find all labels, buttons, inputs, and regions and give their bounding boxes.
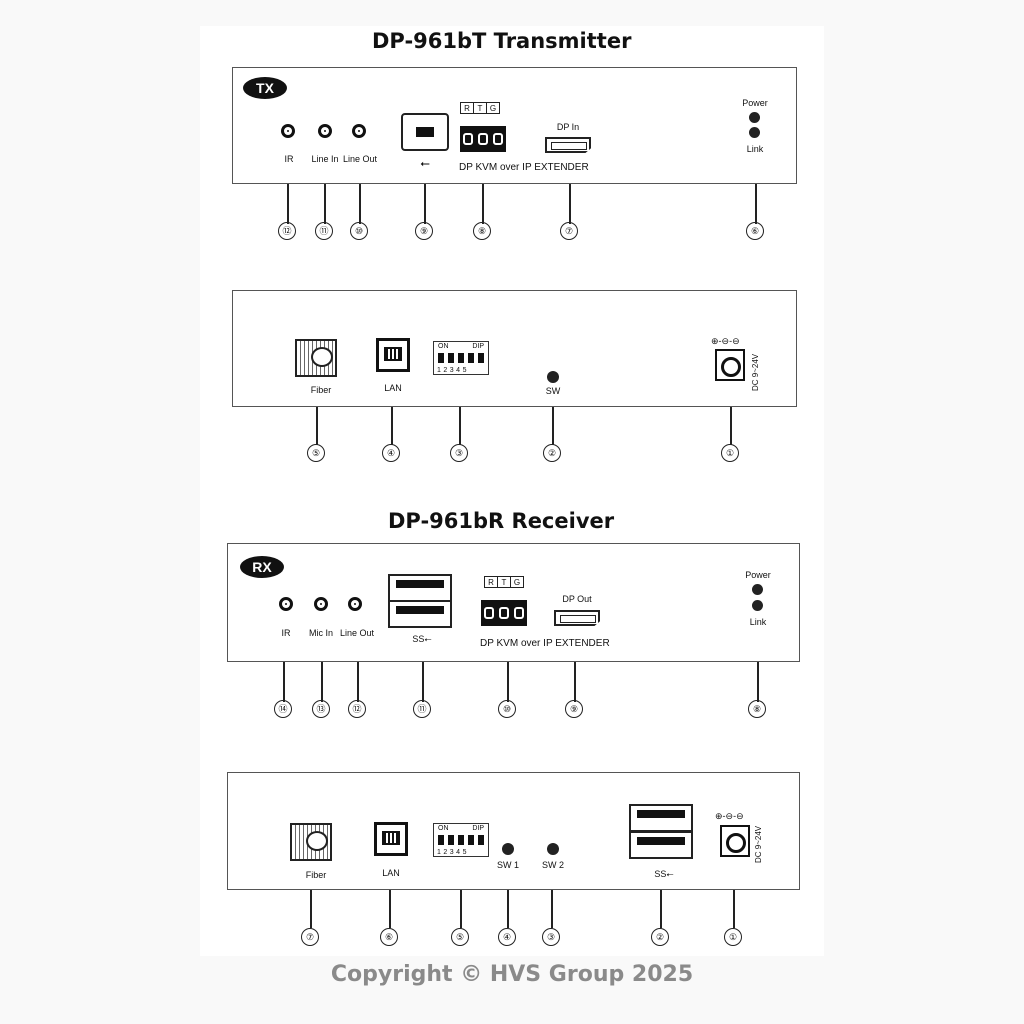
tx-ir-jack bbox=[281, 124, 295, 138]
rx-dp-out-label: DP Out bbox=[562, 594, 592, 604]
rx-mic-in-label: Mic In bbox=[308, 628, 334, 638]
tx-link-label: Link bbox=[746, 144, 764, 154]
rx-rear-usb-a-port-2 bbox=[629, 831, 693, 859]
rx-dc-voltage: DC 9~24V bbox=[754, 825, 763, 863]
rx-extender-label: DP KVM over IP EXTENDER bbox=[480, 638, 610, 649]
tx-power-label: Power bbox=[742, 98, 768, 108]
copyright-text: Copyright © HVS Group 2025 bbox=[330, 962, 694, 987]
rx-sw1-label: SW 1 bbox=[496, 860, 520, 870]
receiver-title: DP-961bR Receiver bbox=[388, 509, 615, 533]
callout-rx-6: ⑥ bbox=[380, 928, 398, 946]
rx-line-out-jack bbox=[348, 597, 362, 611]
rx-sw2-label: SW 2 bbox=[541, 860, 565, 870]
tx-fiber-port bbox=[295, 339, 337, 377]
rx-rear-usb-a-port-1 bbox=[629, 804, 693, 832]
rx-badge: RX bbox=[240, 556, 284, 578]
callout-tx-7: ⑦ bbox=[560, 222, 578, 240]
dc-polarity-icon: ⊕-⊖-⊖ bbox=[715, 811, 744, 821]
rx-usb-label: SS⭠ bbox=[412, 634, 432, 644]
callout-tx-3: ③ bbox=[450, 444, 468, 462]
tx-sw-button bbox=[547, 371, 559, 383]
tx-front-panel: TX IR Line In Line Out ⭠ R T G DP KVM ov… bbox=[232, 67, 797, 184]
callout-tx-10: ⑩ bbox=[350, 222, 368, 240]
tx-displayport-in bbox=[545, 137, 591, 153]
rx-front-panel: RX IR Mic In Line Out SS⭠ R T G DP KVM o… bbox=[227, 543, 800, 662]
callout-tx-11: ⑪ bbox=[315, 222, 333, 240]
rx-lan-label: LAN bbox=[382, 868, 400, 878]
callout-tx-2: ② bbox=[543, 444, 561, 462]
callout-rx-3: ③ bbox=[542, 928, 560, 946]
callout-rx-12: ⑫ bbox=[348, 700, 366, 718]
tx-fiber-label: Fiber bbox=[310, 385, 332, 395]
transmitter-title: DP-961bT Transmitter bbox=[372, 29, 632, 53]
callout-rx-7: ⑦ bbox=[301, 928, 319, 946]
rx-fiber-port bbox=[290, 823, 332, 861]
callout-tx-6: ⑥ bbox=[746, 222, 764, 240]
rx-displayport-out bbox=[554, 610, 600, 626]
tx-power-led bbox=[749, 112, 760, 123]
rx-power-led bbox=[752, 584, 763, 595]
tx-extender-label: DP KVM over IP EXTENDER bbox=[459, 162, 589, 173]
rx-ir-jack bbox=[279, 597, 293, 611]
tx-lan-label: LAN bbox=[384, 383, 402, 393]
callout-tx-1: ① bbox=[721, 444, 739, 462]
rx-link-label: Link bbox=[749, 617, 767, 627]
callout-tx-5: ⑤ bbox=[307, 444, 325, 462]
rx-usb-a-port-1 bbox=[388, 574, 452, 602]
callout-rx-1: ① bbox=[724, 928, 742, 946]
tx-sw-label: SW bbox=[545, 386, 561, 396]
callout-rx-13: ⑬ bbox=[312, 700, 330, 718]
tx-line-in-label: Line In bbox=[311, 154, 339, 164]
rx-rear-panel: Fiber LAN ON DIP 12345 SW 1 SW 2 SS⭠ ⊕-⊖… bbox=[227, 772, 800, 890]
tx-terminal-labels: R T G bbox=[460, 102, 500, 114]
rx-sw2-button bbox=[547, 843, 559, 855]
callout-tx-12: ⑫ bbox=[278, 222, 296, 240]
tx-rs232-terminal bbox=[460, 126, 506, 152]
callout-tx-8: ⑧ bbox=[473, 222, 491, 240]
rx-link-led bbox=[752, 600, 763, 611]
tx-line-in-jack bbox=[318, 124, 332, 138]
callout-tx-4: ④ bbox=[382, 444, 400, 462]
callout-tx-9: ⑨ bbox=[415, 222, 433, 240]
callout-rx-5: ⑤ bbox=[451, 928, 469, 946]
usb-symbol-icon: ⭠ bbox=[420, 156, 430, 170]
callout-rx-8: ⑧ bbox=[748, 700, 766, 718]
tx-ir-label: IR bbox=[284, 154, 294, 164]
callout-rx-14: ⑭ bbox=[274, 700, 292, 718]
callout-rx-10: ⑩ bbox=[498, 700, 516, 718]
rx-ir-label: IR bbox=[281, 628, 291, 638]
callout-rx-11: ⑪ bbox=[413, 700, 431, 718]
callout-rx-4: ④ bbox=[498, 928, 516, 946]
tx-dp-in-label: DP In bbox=[556, 122, 580, 132]
callout-rx-2: ② bbox=[651, 928, 669, 946]
rx-terminal-labels: R T G bbox=[484, 576, 524, 588]
tx-dc-jack bbox=[715, 349, 745, 381]
rx-rs232-terminal bbox=[481, 600, 527, 626]
tx-line-out-label: Line Out bbox=[342, 154, 378, 164]
rx-line-out-label: Line Out bbox=[339, 628, 375, 638]
rx-power-label: Power bbox=[745, 570, 771, 580]
tx-rear-panel: Fiber LAN ON DIP 12345 SW ⊕-⊖-⊖ DC 9~24V bbox=[232, 290, 797, 407]
rx-fiber-label: Fiber bbox=[305, 870, 327, 880]
rx-sw1-button bbox=[502, 843, 514, 855]
rx-dip-switch: ON DIP 12345 bbox=[433, 823, 489, 857]
rx-lan-port bbox=[374, 822, 408, 856]
callout-rx-9: ⑨ bbox=[565, 700, 583, 718]
tx-dc-voltage: DC 9~24V bbox=[751, 353, 760, 391]
rx-mic-in-jack bbox=[314, 597, 328, 611]
rx-dc-jack bbox=[720, 825, 750, 857]
tx-link-led bbox=[749, 127, 760, 138]
rx-usb-a-port-2 bbox=[388, 600, 452, 628]
tx-lan-port bbox=[376, 338, 410, 372]
tx-usb-b-port bbox=[401, 113, 449, 151]
dc-polarity-icon: ⊕-⊖-⊖ bbox=[711, 336, 740, 346]
rx-rear-usb-label: SS⭠ bbox=[654, 869, 674, 879]
tx-line-out-jack bbox=[352, 124, 366, 138]
tx-dip-switch: ON DIP 12345 bbox=[433, 341, 489, 375]
tx-badge: TX bbox=[243, 77, 287, 99]
